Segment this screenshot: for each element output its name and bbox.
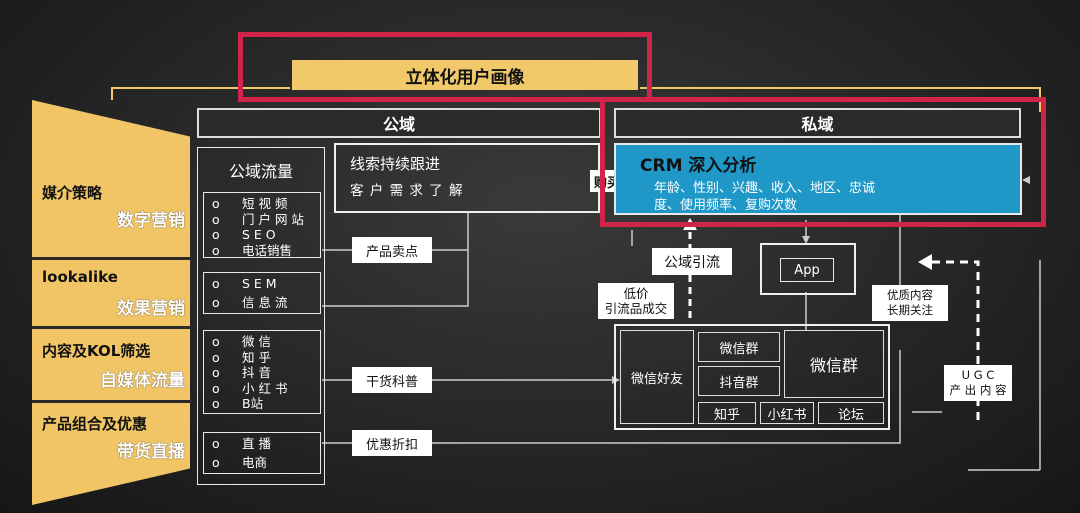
bullet: o — [212, 436, 220, 451]
forum-cell: 论坛 — [818, 402, 884, 424]
crm-highlight — [600, 97, 1046, 227]
strategy-panel — [32, 100, 190, 505]
crm-line-1: 年龄、性别、兴趣、收入、地区、忠诚 — [654, 181, 876, 196]
channel-item: 短 视 频 — [242, 196, 288, 211]
crm-analysis-box: CRM 深入分析 年龄、性别、兴趣、收入、地区、忠诚 度、使用频率、复购次数 — [614, 143, 1022, 215]
page-title: 立体化用户画像 — [292, 60, 638, 90]
quality-line: 优质内容 — [887, 288, 933, 302]
panel-divider — [32, 400, 192, 403]
line-sem — [322, 250, 469, 307]
douyin-group-cell: 抖音群 — [698, 366, 780, 396]
channel-item: S E M — [242, 276, 277, 291]
bullet: o — [212, 349, 220, 365]
strategy-subtitle: 自媒体流量 — [100, 371, 185, 391]
channel-item: 抖 音 — [242, 365, 271, 380]
ugc-line: 产 出 内 容 — [949, 383, 1007, 397]
wechat-group-big-cell: 微信群 — [784, 330, 884, 398]
bullet: o — [212, 365, 220, 380]
private-channels-grid — [614, 324, 890, 430]
panel-divider — [32, 326, 192, 329]
bullet: o — [212, 211, 220, 227]
bullet: o — [212, 196, 220, 211]
strategy-title: 媒介策略 — [42, 184, 103, 202]
leads-followup-box: 线索持续跟进 客 户 需 求 了 解 — [334, 143, 600, 213]
ugc-line: U G C — [961, 368, 995, 382]
public-to-private-pill: 公域引流 — [652, 248, 732, 275]
bullet: o — [212, 227, 220, 242]
line-selling-up — [432, 212, 469, 251]
bullet: o — [212, 396, 220, 411]
strategy-title: 产品组合及优惠 — [42, 415, 148, 433]
strategy-title: 内容及KOL筛选 — [42, 342, 151, 360]
selling-point-pill: 产品卖点 — [352, 237, 432, 263]
quality-content-pill: 优质内容 长期关注 — [872, 285, 948, 321]
private-domain-bar: 私域 — [614, 108, 1021, 138]
app-box: App — [780, 258, 834, 282]
bullet: o — [212, 276, 220, 291]
channel-group-live: o 直 播 o 电商 — [203, 432, 321, 474]
strategy-subtitle: 数字营销 — [117, 211, 185, 231]
channel-item: 电商 — [242, 454, 268, 470]
low-price-pill: 低价 引流品成交 — [598, 283, 674, 319]
strategy-subtitle: 带货直播 — [117, 442, 185, 462]
public-domain-bar: 公域 — [197, 108, 601, 138]
quality-line: 长期关注 — [887, 303, 933, 317]
channel-item: 门 户 网 站 — [242, 211, 304, 227]
channel-item: 小 红 书 — [242, 380, 288, 396]
channel-item: 电话销售 — [242, 242, 293, 258]
leads-title: 线索持续跟进 — [350, 155, 441, 173]
bullet: o — [212, 334, 220, 349]
low-price-line: 低价 — [623, 286, 649, 301]
leads-subtitle: 客 户 需 求 了 解 — [350, 183, 464, 199]
channel-item: 微 信 — [242, 334, 271, 349]
wechat-group-small-cell: 微信群 — [698, 332, 780, 362]
title-link-left — [111, 87, 290, 100]
panel-divider — [32, 257, 192, 260]
channel-item: S E O — [242, 227, 276, 242]
channel-item: 信 息 流 — [242, 294, 288, 310]
crm-line-2: 度、使用频率、复购次数 — [654, 198, 798, 213]
bullet: o — [212, 294, 220, 310]
bullet: o — [212, 454, 220, 470]
title-highlight — [238, 32, 652, 102]
crm-title: CRM 深入分析 — [640, 156, 757, 176]
app-outer-box — [760, 243, 856, 295]
channel-group-sem: o S E M o 信 息 流 — [203, 272, 321, 314]
bullet: o — [212, 380, 220, 396]
bullet: o — [212, 242, 220, 258]
zhihu-cell: 知乎 — [698, 402, 756, 424]
channel-item: 直 播 — [242, 436, 271, 451]
xiaohongshu-cell: 小红书 — [760, 402, 814, 424]
channel-item: B站 — [242, 396, 264, 411]
channel-group-video: o 短 视 频 o 门 户 网 站 o S E O o 电话销售 — [203, 192, 321, 258]
low-price-line: 引流品成交 — [604, 301, 668, 316]
channel-item: 知 乎 — [242, 349, 271, 365]
title-link-right — [640, 87, 1041, 112]
line-discount-right — [432, 350, 901, 444]
discount-pill: 优惠折扣 — [352, 430, 432, 456]
strategy-title: lookalike — [42, 268, 118, 286]
public-traffic-title: 公域流量 — [228, 162, 293, 181]
public-traffic-column — [197, 147, 325, 485]
ugc-pill: U G C 产 出 内 容 — [944, 365, 1012, 401]
dry-goods-pill: 干货科普 — [352, 367, 432, 393]
wechat-friends-cell: 微信好友 — [620, 330, 694, 424]
strategy-subtitle: 效果营销 — [117, 299, 185, 319]
